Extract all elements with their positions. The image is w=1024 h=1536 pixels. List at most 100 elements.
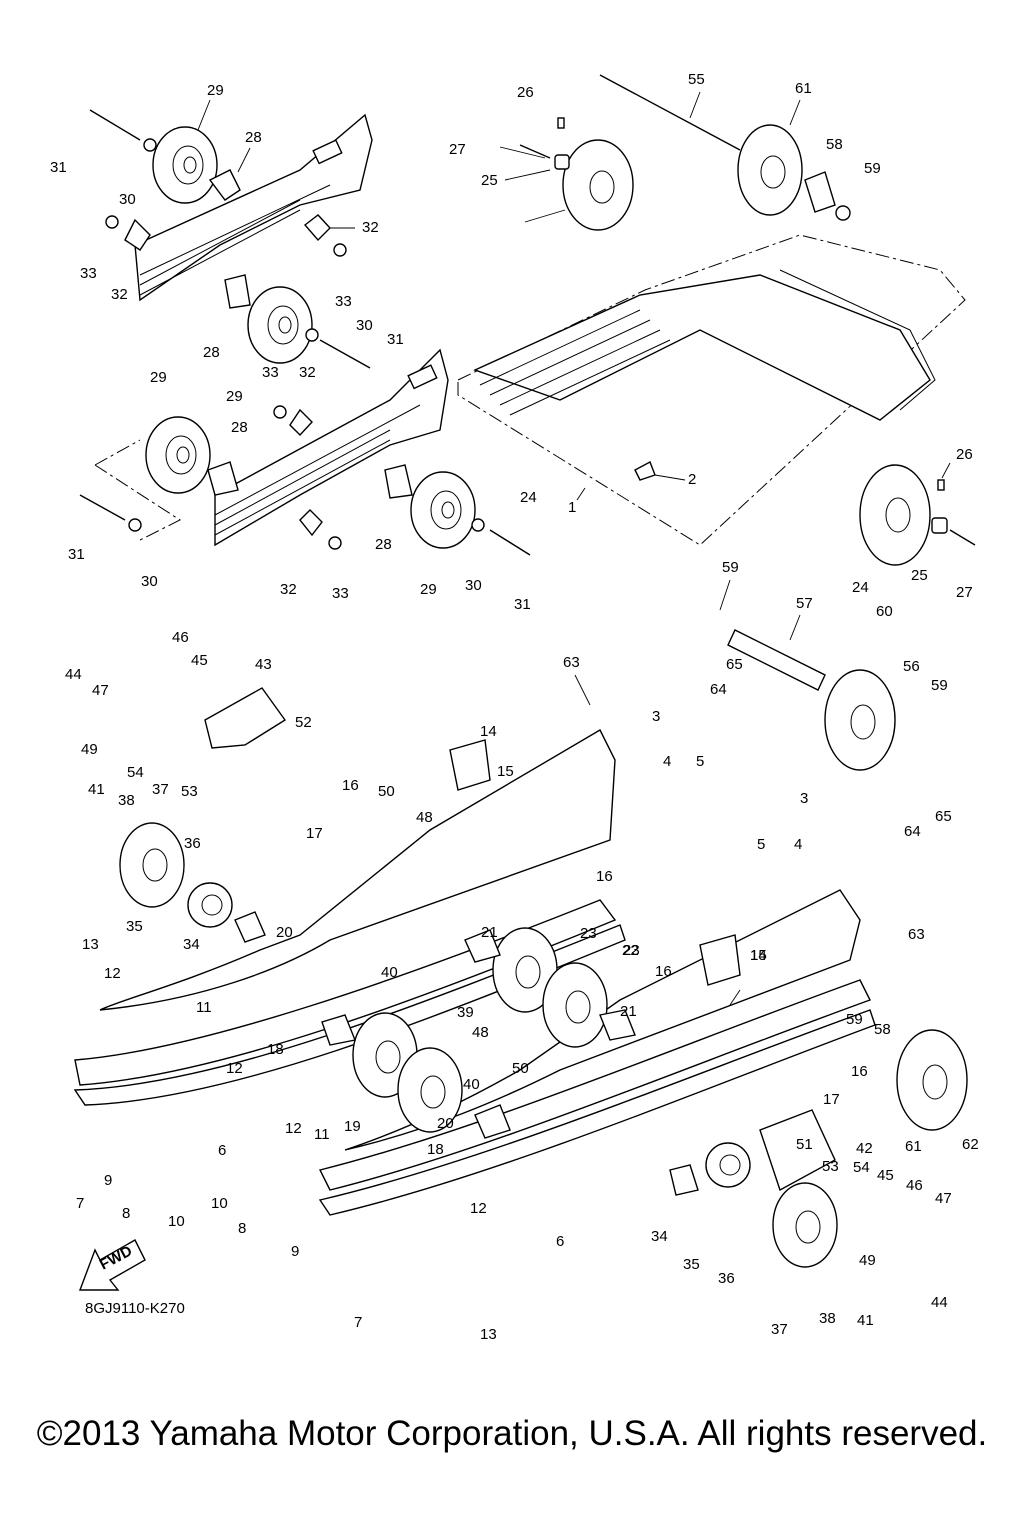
slide-rail-assembly — [73, 729, 876, 1216]
callout: 12 — [226, 1060, 243, 1077]
callout: 32 — [362, 219, 379, 236]
callout: 27 — [449, 141, 466, 158]
callout: 22 — [622, 942, 639, 959]
callout: 9 — [104, 1172, 112, 1189]
callout: 12 — [285, 1120, 302, 1137]
callout: 24 — [852, 579, 869, 596]
callout: 45 — [191, 652, 208, 669]
callout: 46 — [906, 1177, 923, 1194]
callout: 38 — [118, 792, 135, 809]
callout: 14 — [750, 947, 767, 964]
callout: 37 — [771, 1321, 788, 1338]
callout: 28 — [375, 536, 392, 553]
callout: 44 — [931, 1294, 948, 1311]
callout: 65 — [726, 656, 743, 673]
callout: 14 — [480, 723, 497, 740]
callout: 6 — [556, 1233, 564, 1250]
callout: 5 — [757, 836, 765, 853]
callout: 44 — [65, 666, 82, 683]
leader-lines — [197, 91, 951, 1006]
callout: 30 — [356, 317, 373, 334]
callout: 16 — [851, 1063, 868, 1080]
callout: 19 — [344, 1118, 361, 1135]
callout: 24 — [520, 489, 537, 506]
callout: 49 — [859, 1252, 876, 1269]
callout: 28 — [245, 129, 262, 146]
callout: 11 — [314, 1126, 330, 1143]
callout: 6 — [218, 1142, 226, 1159]
callout: 63 — [563, 654, 580, 671]
callout: 46 — [172, 629, 189, 646]
callout: 26 — [956, 446, 973, 463]
callout: 15 — [750, 947, 767, 964]
callout: 34 — [183, 936, 200, 953]
callout: 54 — [853, 1159, 870, 1176]
callout: 51 — [796, 1136, 813, 1153]
callout: 40 — [381, 964, 398, 981]
callout: 53 — [181, 783, 198, 800]
callout: 1 — [568, 499, 576, 516]
callout: 21 — [620, 1003, 637, 1020]
callout: 8 — [238, 1220, 246, 1237]
callout: 30 — [141, 573, 158, 590]
callout: 55 — [688, 71, 705, 88]
callout: 57 — [796, 595, 813, 612]
callout: 17 — [823, 1091, 840, 1108]
callout: 16 — [596, 868, 613, 885]
callout: 25 — [911, 567, 928, 584]
callout: 45 — [877, 1167, 894, 1184]
callout: 12 — [104, 965, 121, 982]
callout: 28 — [203, 344, 220, 361]
callout: 59 — [846, 1011, 863, 1028]
callout: 10 — [211, 1195, 228, 1212]
callout: 58 — [826, 136, 843, 153]
callout: 7 — [354, 1314, 362, 1331]
callout: 5 — [696, 753, 704, 770]
callout: 64 — [710, 681, 727, 698]
callout: 33 — [80, 265, 97, 282]
callout: 12 — [470, 1200, 487, 1217]
callout: 39 — [457, 1004, 474, 1021]
callout: 18 — [427, 1141, 444, 1158]
callout: 61 — [795, 80, 812, 97]
callout: 59 — [864, 160, 881, 177]
callout: 2 — [688, 471, 696, 488]
callout: 15 — [497, 763, 514, 780]
callout: 29 — [226, 388, 243, 405]
callout: 7 — [76, 1195, 84, 1212]
callout: 13 — [480, 1326, 497, 1343]
callout: 20 — [437, 1115, 454, 1132]
callout: 29 — [420, 581, 437, 598]
callout: 35 — [683, 1256, 700, 1273]
callout: 29 — [150, 369, 167, 386]
callout: 37 — [152, 781, 169, 798]
callout: 50 — [378, 783, 395, 800]
copyright-notice: ©2013 Yamaha Motor Corporation, U.S.A. A… — [36, 1414, 988, 1453]
callout: 36 — [718, 1270, 735, 1287]
callout: 38 — [819, 1310, 836, 1327]
callout: 36 — [184, 835, 201, 852]
callout: 11 — [196, 999, 212, 1016]
callout: 4 — [794, 836, 802, 853]
callout: 33 — [332, 585, 349, 602]
callout: 16 — [342, 777, 359, 794]
callout: 28 — [231, 419, 248, 436]
callout: 52 — [295, 714, 312, 731]
callout: 9 — [291, 1243, 299, 1260]
callout: 17 — [306, 825, 323, 842]
callout: 4 — [663, 753, 671, 770]
callout: 31 — [68, 546, 85, 563]
callout: 3 — [800, 790, 808, 807]
callout: 30 — [119, 191, 136, 208]
callout: 49 — [81, 741, 98, 758]
callout: 41 — [88, 781, 105, 798]
callout: 48 — [416, 809, 433, 826]
callout: 59 — [931, 677, 948, 694]
callout: 32 — [299, 364, 316, 381]
callout: 47 — [92, 682, 109, 699]
callout: 31 — [387, 331, 404, 348]
fwd-arrow-icon: FWD — [78, 1239, 146, 1291]
callout: 59 — [722, 559, 739, 576]
callout: 54 — [127, 764, 144, 781]
lower-wheels — [119, 629, 968, 1268]
